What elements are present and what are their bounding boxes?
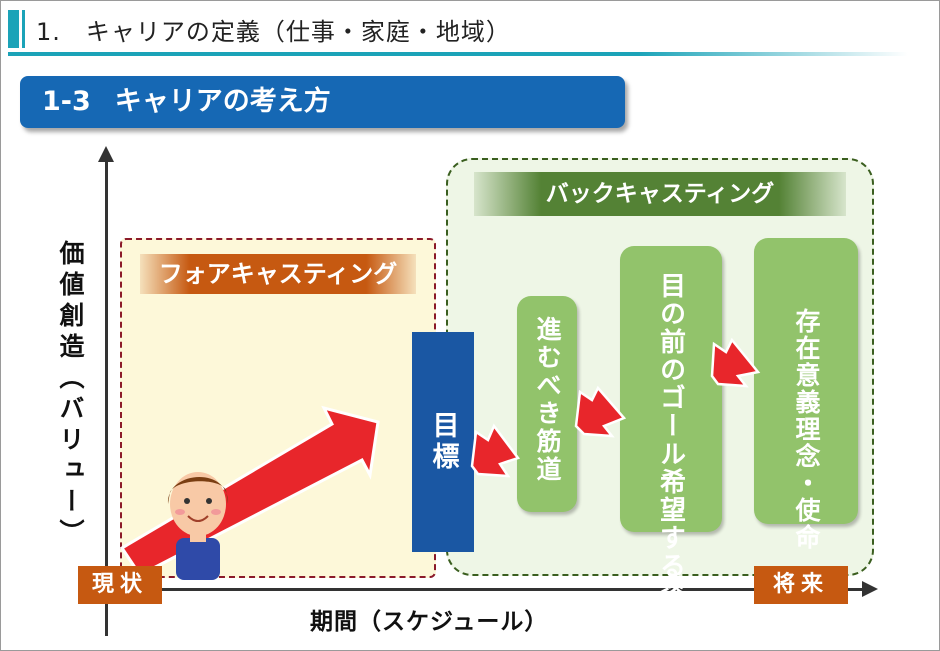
path-to-target-arrow-icon [470,423,521,478]
backcasting-label: バックキャスティング [474,172,846,216]
pillar-near-goal: 目の前のゴール希望する姿 [620,246,722,608]
y-axis-arrow-icon [98,146,114,162]
goal-box: 目標 [412,332,474,552]
forecast-arrow-icon [119,405,380,577]
section-title: キャリアの考え方 [114,86,331,117]
purpose-to-goal-arrow-icon [710,337,761,388]
person-icon [167,472,229,580]
pillar-purpose-line2: 理念・使命 [792,416,821,551]
x-axis-label: 期間（スケジュール） [310,609,549,635]
y-axis-label: 価値創造（バリュー） [56,240,85,550]
forecasting-label: フォアキャスティング [140,254,416,294]
header-underline [8,52,908,56]
pillar-purpose-line1: 存在意義 [792,308,821,416]
header-accent-bar [8,10,19,48]
header-accent-bar-thin [22,10,25,48]
section-title-banner: 1-3 キャリアの考え方 [20,76,625,128]
pillar-path-text: 進むべき筋道 [533,316,562,484]
pillar-near-goal-line1: 目の前のゴール [655,272,686,468]
x-axis [106,588,866,591]
goal-label: 目標 [427,411,459,473]
goal-to-path-arrow-icon [574,385,627,438]
y-axis [105,150,108,636]
future-tag: 将来 [754,566,848,604]
section-number: 1-3 [42,86,91,117]
pillar-path: 進むべき筋道 [517,296,577,512]
now-tag: 現状 [78,566,162,604]
pillar-near-goal-line2: 希望する姿 [655,468,686,608]
page-title: 1. キャリアの定義（仕事・家庭・地域） [36,18,511,46]
pillar-purpose: 存在意義理念・使命 [754,238,858,551]
x-axis-arrow-icon [862,581,878,597]
